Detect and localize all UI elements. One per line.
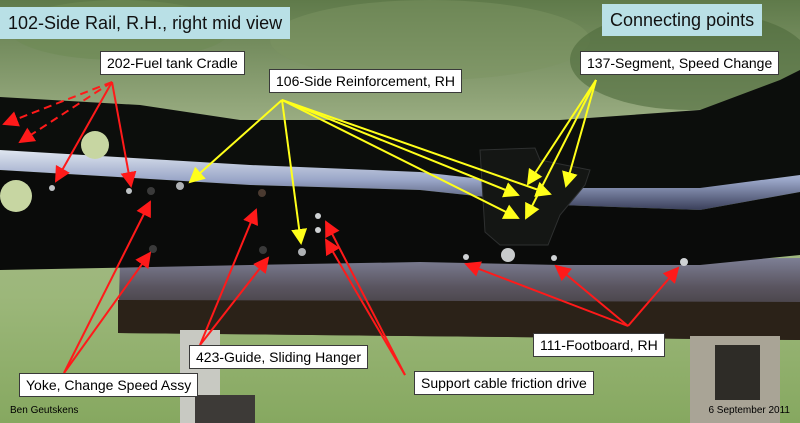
date-credit: 6 September 2011 — [708, 405, 790, 416]
callout-footboard: 111-Footboard, RH — [533, 333, 665, 357]
callout-segment-speed-change: 137-Segment, Speed Change — [580, 51, 780, 75]
subtitle-connecting-points: Connecting points — [602, 4, 763, 36]
callout-guide-sliding-hanger: 423-Guide, Sliding Hanger — [189, 345, 368, 369]
page-title: 102-Side Rail, R.H., right mid view — [0, 7, 291, 39]
author-credit: Ben Geutskens — [10, 405, 79, 416]
wooden-beam — [118, 258, 800, 340]
callout-side-reinforcement: 106-Side Reinforcement, RH — [269, 69, 462, 93]
callout-fuel-tank-cradle: 202-Fuel tank Cradle — [100, 51, 245, 75]
callout-support-cable: Support cable friction drive — [414, 371, 594, 395]
callout-yoke-change-speed: Yoke, Change Speed Assy — [19, 373, 199, 397]
